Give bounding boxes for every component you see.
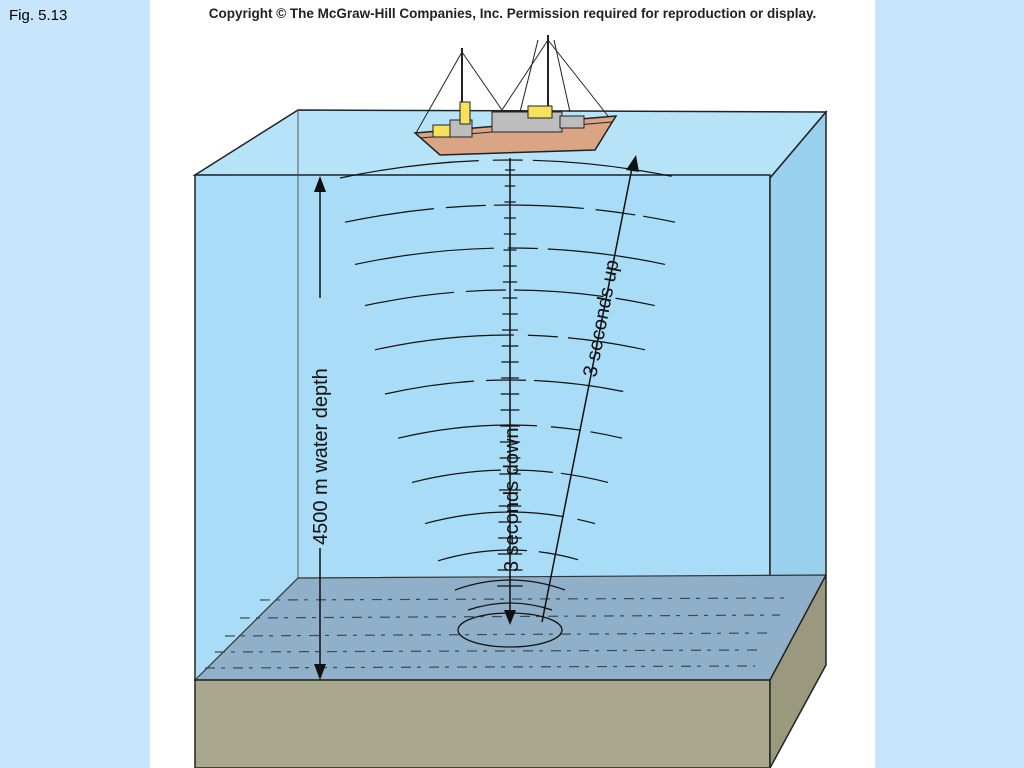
down-label: 3 seconds down xyxy=(501,427,523,572)
sound-wave-arc xyxy=(364,289,656,307)
arrow-down-icon xyxy=(504,610,516,625)
sonar-diagram: 4500 m water depth 3 seconds down 3 seco… xyxy=(192,35,828,768)
sediment-block xyxy=(194,574,827,768)
up-path xyxy=(541,155,639,623)
depth-dimension xyxy=(306,176,334,680)
sound-wave-arc xyxy=(411,469,609,483)
figure-panel: Copyright © The McGraw-Hill Companies, I… xyxy=(150,0,875,768)
depth-label: 4500 m water depth xyxy=(310,368,332,545)
copyright-notice: Copyright © The McGraw-Hill Companies, I… xyxy=(208,6,817,21)
ship-icon xyxy=(413,35,618,156)
figure-label: Fig. 5.13 xyxy=(9,7,68,24)
down-path xyxy=(497,158,523,625)
arrow-up-icon xyxy=(626,155,639,172)
